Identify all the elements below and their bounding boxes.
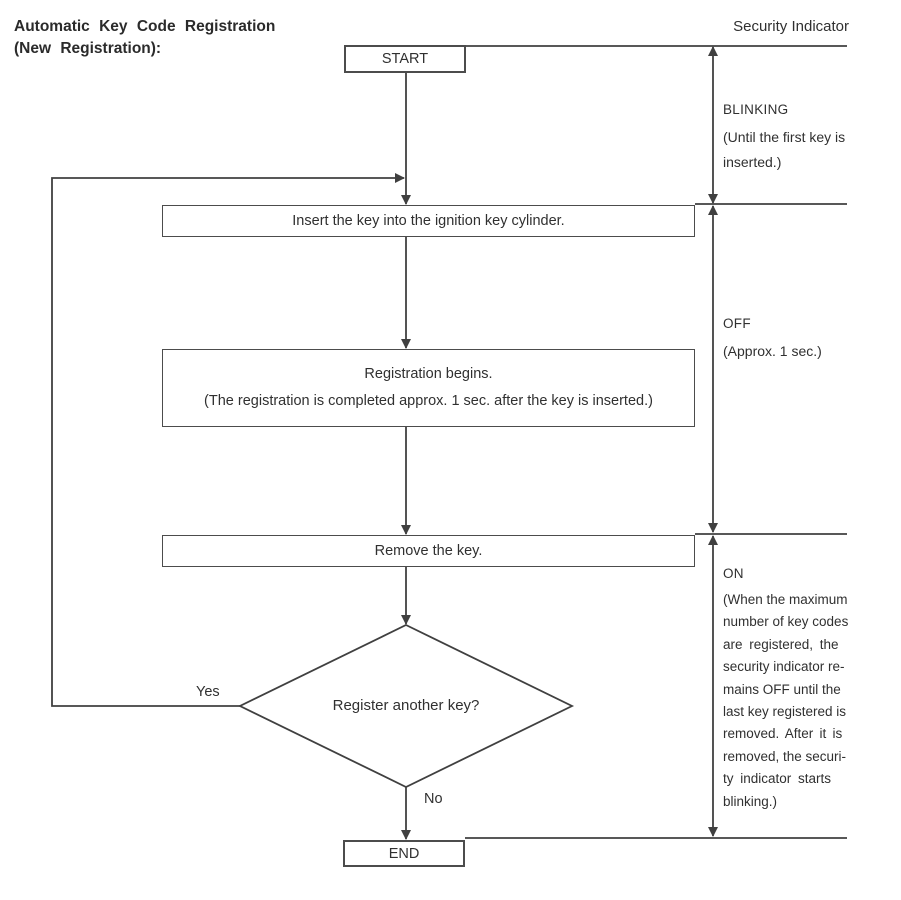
indicator-phase-blinking: BLINKING (Until the first key is inserte… (723, 102, 851, 175)
phase-note-line: mains OFF until the (723, 681, 841, 697)
remove-step-node: Remove the key. (162, 535, 695, 567)
registration-step-line-2: (The registration is completed approx. 1… (204, 393, 653, 409)
decision-diamond-shape (237, 623, 575, 789)
phase-note: (Until the first key is inserted.) (723, 125, 851, 175)
phase-note: (Approx. 1 sec.) (723, 339, 851, 364)
no-branch-label: No (424, 791, 443, 807)
phase-state-label: OFF (723, 316, 751, 331)
phase-note-line: inserted.) (723, 154, 782, 170)
page-title-line-2: (New Registration): (14, 40, 162, 57)
registration-step-node: Registration begins. (The registration i… (162, 349, 695, 427)
phase-state-label: BLINKING (723, 102, 789, 117)
phase-note-line: number of key codes (723, 614, 849, 630)
registration-step-label: Registration begins. (The registration i… (194, 361, 664, 415)
indicator-phase-off: OFF (Approx. 1 sec.) (723, 316, 851, 364)
phase-note-line: ty indicator starts (723, 771, 832, 787)
indicator-phase-on: ON (When the maximum number of key codes… (723, 566, 851, 813)
phase-state-label: ON (723, 566, 744, 581)
phase-note-line: (When the maximum (723, 592, 848, 607)
connector-yes-feedback-loop (51, 173, 405, 707)
start-node: START (344, 45, 466, 73)
yes-branch-label: Yes (196, 684, 220, 700)
phase-note-line: (Until the first key is (723, 129, 846, 145)
phase-note: (When the maximum number of key codes ar… (723, 589, 851, 813)
decision-question-label: Register another key? (332, 697, 480, 714)
start-node-label: START (381, 51, 429, 67)
insert-step-node: Insert the key into the ignition key cyl… (162, 205, 695, 237)
end-node: END (343, 840, 465, 867)
phase-note-line: security indicator re- (723, 659, 845, 675)
page-title-line-1: Automatic Key Code Registration (14, 18, 276, 35)
security-indicator-heading: Security Indicator (733, 18, 849, 35)
insert-step-label: Insert the key into the ignition key cyl… (292, 212, 565, 229)
registration-step-line-1: Registration begins. (364, 366, 493, 382)
phase-note-line: last key registered is (723, 704, 847, 720)
page-title: Automatic Key Code Registration (New Reg… (14, 16, 275, 60)
end-node-label: END (388, 845, 420, 862)
phase-note-line: removed, the securi- (723, 748, 847, 764)
phase-note-line: blinking.) (723, 793, 778, 809)
phase-note-line: (Approx. 1 sec.) (723, 343, 822, 359)
phase-note-line: removed. After it is (723, 726, 843, 742)
phase-note-line: are registered, the (723, 636, 839, 652)
remove-step-label: Remove the key. (374, 542, 483, 559)
